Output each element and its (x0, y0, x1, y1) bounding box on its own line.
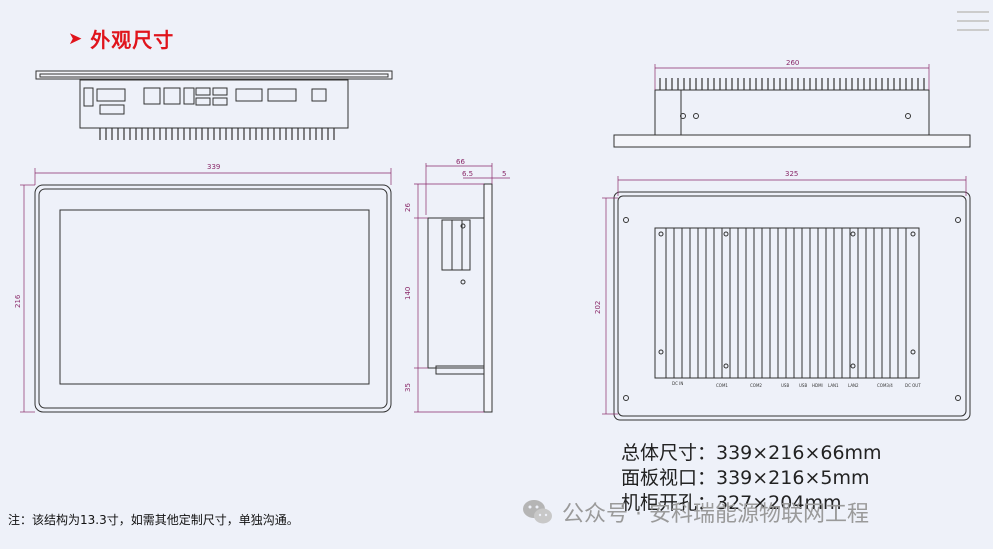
arrow-bullet-icon: ➤ (68, 28, 83, 49)
spec-cabinet-cutout: 机柜开孔：327×204mm (621, 492, 842, 514)
port-label: COM1 (716, 383, 728, 388)
port-label: USB (781, 383, 790, 388)
port-label: DC OUT (905, 383, 921, 388)
spec-overall-size: 总体尺寸：339×216×66mm (621, 442, 882, 464)
port-label: USB (799, 383, 808, 388)
front-view (34, 184, 392, 413)
spec-panel-viewport: 面板视口：339×216×5mm (621, 467, 870, 489)
port-label: LAN1 (828, 383, 839, 388)
menu-icon[interactable] (955, 8, 991, 34)
port-label: COM2 (750, 383, 762, 388)
port-label: HDMI (812, 383, 823, 388)
port-label: COM3/4 (877, 383, 893, 388)
section-title: 外观尺寸 (90, 28, 175, 52)
watermark-text: 公众号 · 安科瑞能源物联网工程 (562, 502, 869, 527)
front-width-dimension (34, 168, 392, 185)
wechat-icon (523, 500, 552, 524)
side-26-label: 26 (404, 203, 412, 212)
front-height-dimension (20, 184, 35, 413)
top-port-view (35, 70, 393, 140)
front-height-label: 216 (14, 294, 22, 308)
watermark: 公众号 · 安科瑞能源物联网工程 (522, 496, 869, 528)
top-width-label: 260 (786, 59, 800, 67)
back-height-dimension (602, 197, 618, 415)
side-depth-b-label: 5 (502, 170, 507, 178)
side-dimensions (414, 163, 510, 413)
side-view (427, 183, 493, 413)
side-depth-total-label: 66 (456, 158, 465, 166)
side-depth-a-label: 6.5 (462, 170, 474, 178)
back-height-label: 202 (594, 300, 602, 314)
back-view (613, 191, 971, 421)
side-35-label: 35 (404, 383, 412, 392)
side-140-label: 140 (404, 286, 412, 300)
front-width-label: 339 (207, 163, 221, 171)
section-heading: ➤ 外观尺寸 (68, 24, 174, 53)
top-side-view (613, 78, 971, 148)
port-label: DC IN (672, 381, 684, 386)
port-label: LAN2 (848, 383, 859, 388)
top-width-dimension (654, 64, 930, 90)
back-width-dimension (617, 176, 967, 196)
footnote: 注：该结构为13.3寸，如需其他定制尺寸，单独沟通。 (8, 513, 299, 527)
back-width-label: 325 (785, 170, 799, 178)
